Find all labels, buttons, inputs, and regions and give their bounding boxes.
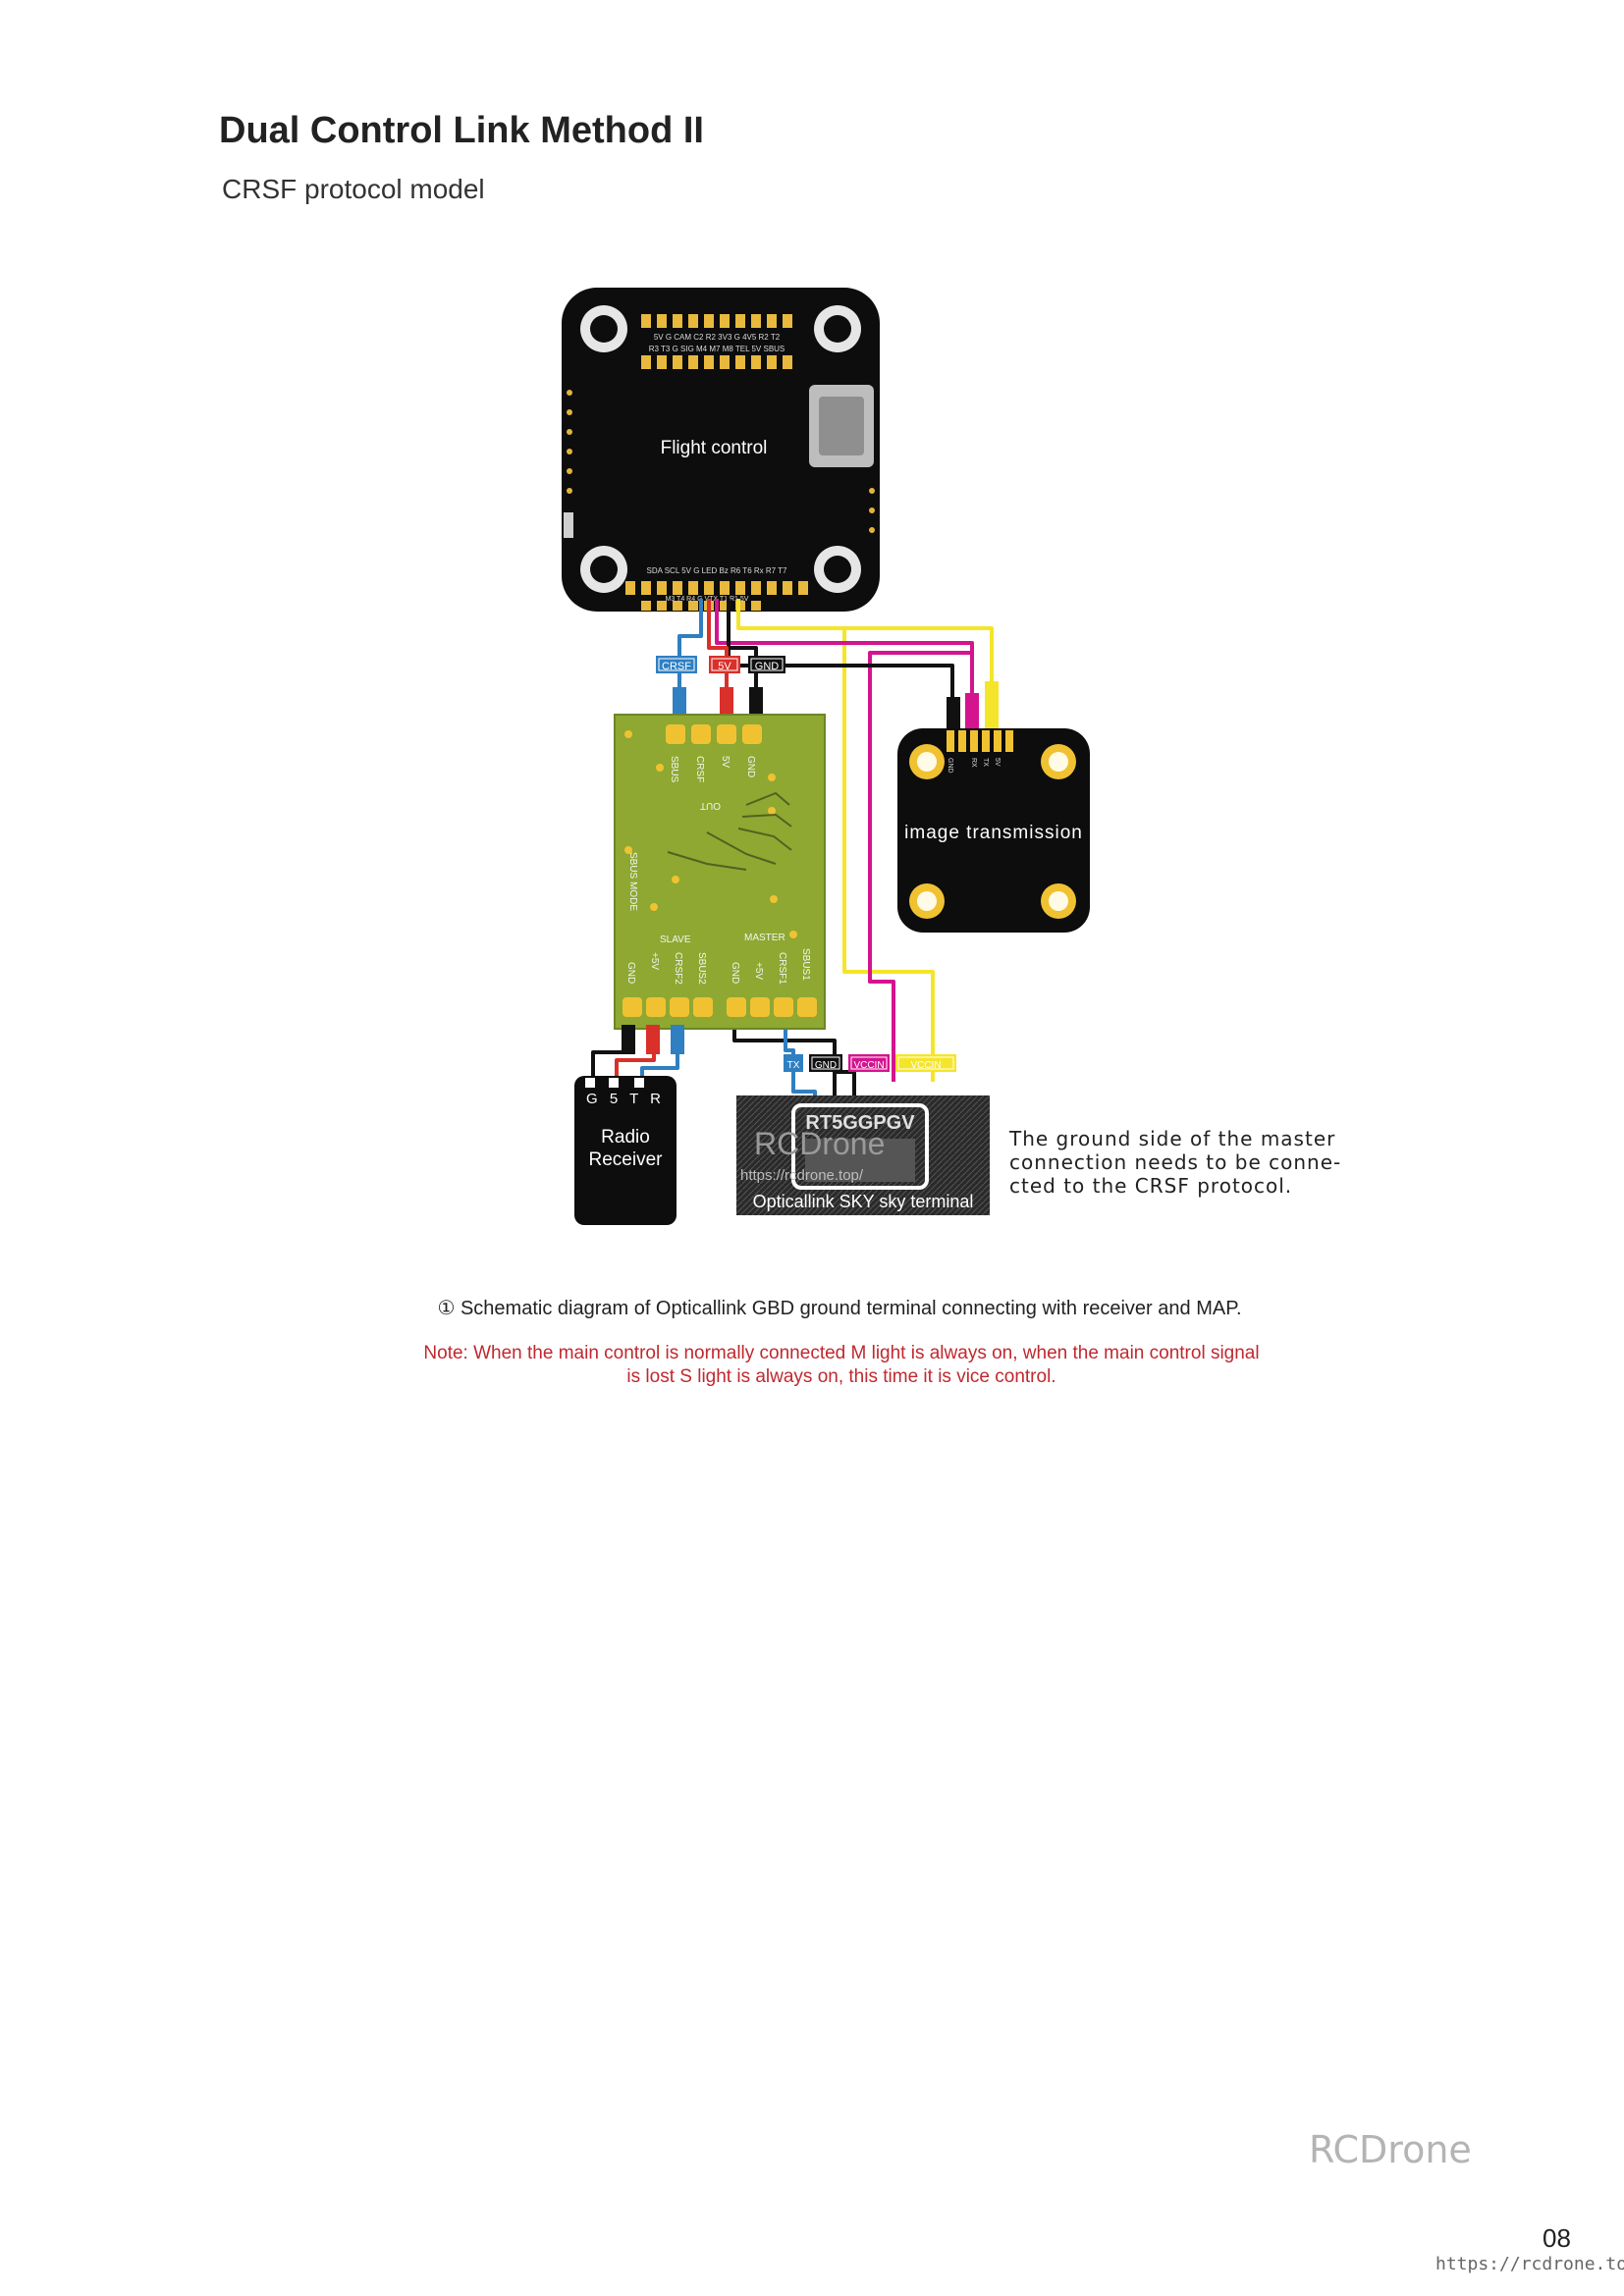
flight-control-label: Flight control — [661, 438, 768, 458]
receiver-pins-label: G 5 T R — [586, 1091, 665, 1107]
note-line: is lost S light is always on, this time … — [626, 1366, 1056, 1387]
board-pin-b-5v1: +5V — [649, 952, 660, 970]
sky-tag-vccin-1: VCCIN — [853, 1060, 884, 1071]
fc-pin-row-top-1: 5V G CAM C2 R2 3V3 G 4V5 R2 T2 — [654, 333, 781, 342]
tag-crsf: CRSF — [662, 661, 691, 672]
tag-gnd: GND — [755, 661, 780, 672]
board-pin-b-sbus1: SBUS1 — [800, 948, 811, 981]
tag-5v: 5V — [718, 661, 731, 672]
wire-black-fc-vtx — [727, 599, 954, 699]
board-out-label: OUT — [700, 800, 721, 811]
image-transmission-board: GND RX TX 5V image transmission — [897, 728, 1090, 933]
side-note: The ground side of the master connection… — [1009, 1127, 1342, 1198]
wire-magenta-fc-sky — [868, 643, 974, 1082]
figure-caption: ① Schematic diagram of Opticallink GBD g… — [437, 1298, 1242, 1319]
vtx-pin-5v: 5V — [994, 758, 1001, 767]
fc-pin-row-top-2: R3 T3 G SIG M4 M7 M8 TEL 5V SBUS — [649, 345, 785, 353]
dual-control-board: SBUS CRSF 5V GND OUT SBUS MODE SLAVE MAS… — [614, 714, 826, 1054]
board-pin-b-crsf1: CRSF1 — [777, 952, 787, 985]
sky-tag-gnd: GND — [815, 1060, 837, 1071]
sky-terminal: RT5GGPGV RCDrone https://rcdrone.top/ Op… — [736, 1054, 990, 1215]
image-transmission-label: image transmission — [904, 823, 1083, 843]
sky-brand: RCDrone — [754, 1126, 885, 1161]
board-pin-b-gnd1: GND — [625, 962, 636, 984]
sky-tag-tx: TX — [787, 1060, 800, 1071]
sky-terminal-label: Opticallink SKY sky terminal — [753, 1192, 974, 1211]
site-url[interactable]: https://rcdrone.top/ — [1435, 2254, 1624, 2274]
fc-pin-row-bottom-1: SDA SCL 5V G LED Bz R6 T6 Rx R7 T7 — [646, 566, 787, 575]
board-pin-5v: 5V — [720, 756, 731, 769]
flight-control-board: 5V G CAM C2 R2 3V3 G 4V5 R2 T2 R3 T3 G S… — [562, 288, 880, 612]
side-note-line: The ground side of the master — [1009, 1127, 1336, 1150]
wire-yellow-fc-vtx — [736, 599, 994, 687]
board-pin-b-crsf2: CRSF2 — [673, 952, 683, 985]
board-pin-b-gnd2: GND — [730, 962, 740, 984]
vtx-pin-tx: TX — [982, 758, 989, 767]
receiver-label-line1: Radio — [601, 1127, 650, 1148]
page-number: 08 — [1543, 2223, 1571, 2253]
sky-model: RT5GGPGV — [805, 1112, 915, 1134]
board-slave-label: SLAVE — [660, 934, 691, 945]
board-master-label: MASTER — [744, 933, 785, 943]
radio-receiver: G 5 T R Radio Receiver — [574, 1076, 677, 1225]
board-pin-b-sbus2: SBUS2 — [696, 952, 707, 985]
board-pin-sbus: SBUS — [669, 756, 679, 783]
page-title: Dual Control Link Method II — [219, 110, 704, 151]
wire-yellow-fc-sky — [738, 626, 935, 1082]
page-subtitle: CRSF protocol model — [222, 174, 485, 204]
wire-tags: CRSF 5V GND — [656, 656, 999, 730]
wire-blue-fc-board — [677, 599, 703, 726]
receiver-label-line2: Receiver — [589, 1149, 664, 1170]
side-note-line: connection needs to be conne- — [1009, 1150, 1342, 1174]
wire-magenta-fc-vtx — [715, 599, 974, 699]
board-pin-crsf: CRSF — [694, 756, 705, 782]
watermark-logo: RCDrone — [1309, 2128, 1472, 2171]
note-line: Note: When the main control is normally … — [423, 1343, 1260, 1363]
sky-tag-vccin-2: VCCIN — [910, 1060, 941, 1071]
board-mode-label: SBUS MODE — [627, 852, 638, 911]
vtx-pin-rx: RX — [970, 758, 977, 768]
warning-note: Note: When the main control is normally … — [0, 1342, 1624, 1389]
sky-url: https://rcdrone.top/ — [740, 1167, 864, 1184]
vtx-pin-gnd: GND — [947, 758, 953, 774]
side-note-line: cted to the CRSF protocol. — [1009, 1174, 1293, 1198]
board-pin-b-5v2: +5V — [753, 962, 764, 980]
board-pin-gnd: GND — [745, 756, 756, 777]
